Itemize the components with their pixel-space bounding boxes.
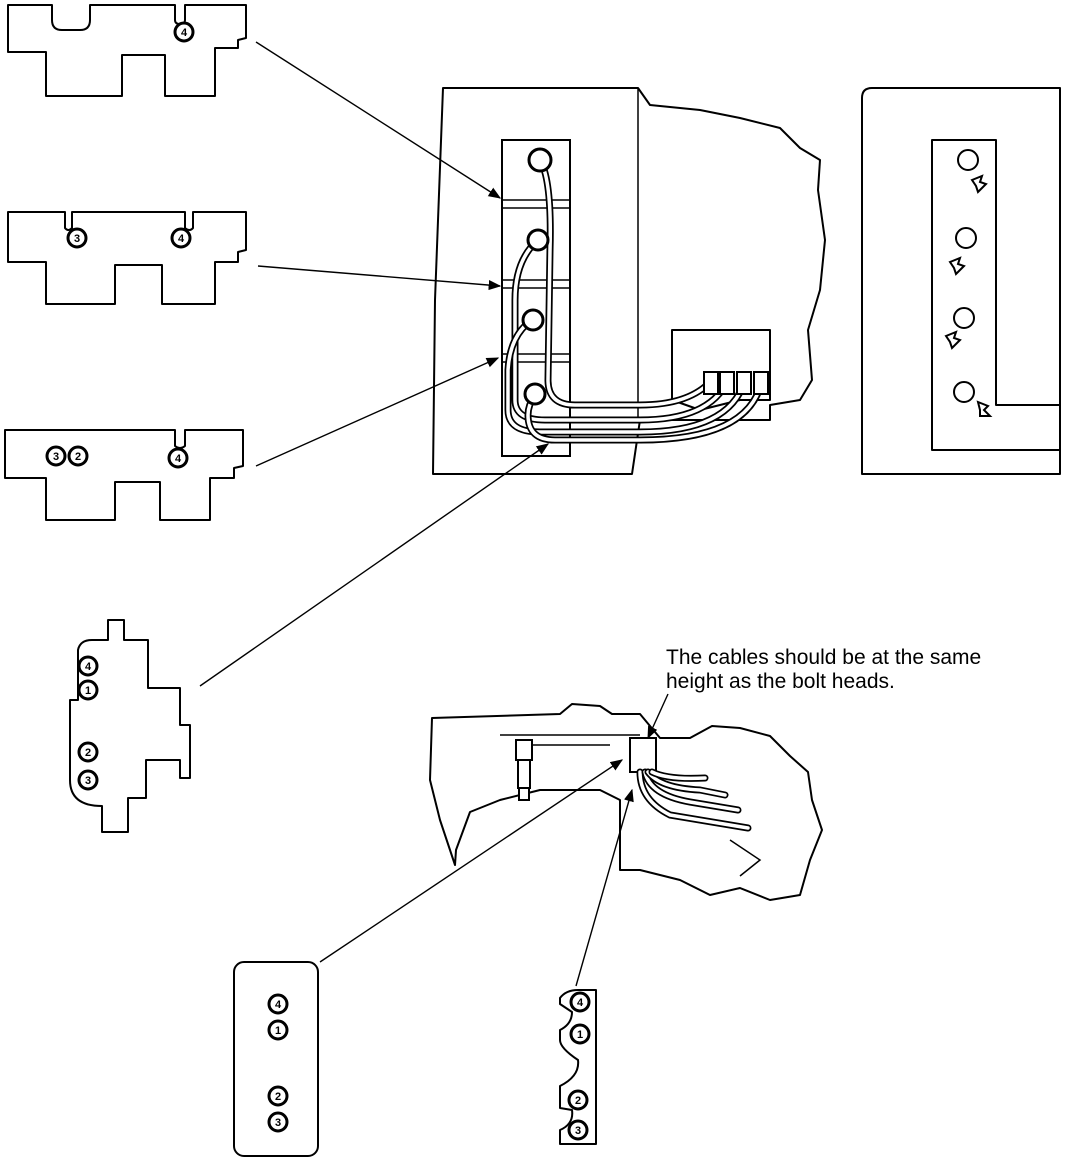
svg-text:4: 4 [178, 233, 185, 245]
clamp-bottom-rect: 4 1 2 3 [233, 961, 319, 1157]
bolt-label: 4 [167, 447, 189, 469]
note-line-2: height as the bolt heads. [666, 670, 895, 693]
svg-text:2: 2 [275, 1091, 281, 1103]
svg-text:1: 1 [275, 1025, 281, 1037]
bolt-label: 4 [569, 991, 591, 1013]
bolt-label: 2 [267, 1085, 289, 1107]
svg-text:2: 2 [75, 451, 81, 463]
bolt-label: 1 [569, 1023, 591, 1045]
bolt-label: 3 [77, 769, 99, 791]
ignition-cables-top [504, 147, 769, 444]
bolt-label: 4 [267, 993, 289, 1015]
svg-text:2: 2 [575, 1095, 581, 1107]
svg-text:4: 4 [175, 453, 182, 465]
clamp-left-vertical: 4 1 2 3 [69, 619, 191, 833]
bolt-label: 3 [567, 1119, 589, 1141]
clamp-second: 3 4 [7, 211, 247, 305]
svg-text:2: 2 [85, 747, 91, 759]
bolt-label: 2 [67, 445, 89, 467]
engine-block-top-view [432, 87, 826, 475]
svg-text:4: 4 [85, 661, 92, 673]
bolt-label: 2 [567, 1089, 589, 1111]
bolt-label: 4 [77, 655, 99, 677]
clamp-top: 4 [7, 4, 247, 97]
ignition-cables-side [636, 768, 752, 832]
svg-text:4: 4 [275, 999, 282, 1011]
bolt-label: 4 [173, 21, 195, 43]
cylinder-head-panel [861, 87, 1061, 475]
svg-text:3: 3 [53, 451, 59, 463]
bolt-label: 1 [77, 679, 99, 701]
bolt-label: 3 [45, 445, 67, 467]
cable-height-note: The cables should be at the same height … [666, 646, 981, 693]
svg-text:1: 1 [577, 1029, 583, 1041]
bolt-label: 3 [66, 227, 88, 249]
clamp-bottom-comb: 4 1 2 3 [559, 989, 597, 1145]
svg-text:3: 3 [85, 775, 91, 787]
svg-text:4: 4 [577, 997, 584, 1009]
svg-text:3: 3 [74, 233, 80, 245]
svg-text:3: 3 [575, 1125, 581, 1137]
svg-text:3: 3 [275, 1117, 281, 1129]
leader-lines [199, 41, 669, 987]
bolt-label: 4 [170, 227, 192, 249]
bolt-label: 3 [267, 1111, 289, 1133]
bolt-label: 1 [267, 1019, 289, 1041]
svg-text:1: 1 [85, 685, 91, 697]
note-line-1: The cables should be at the same [666, 646, 981, 669]
svg-text:4: 4 [181, 27, 188, 39]
clamp-third: 3 2 4 [4, 429, 244, 521]
bolt-label: 2 [77, 741, 99, 763]
engine-side-view [429, 703, 823, 901]
